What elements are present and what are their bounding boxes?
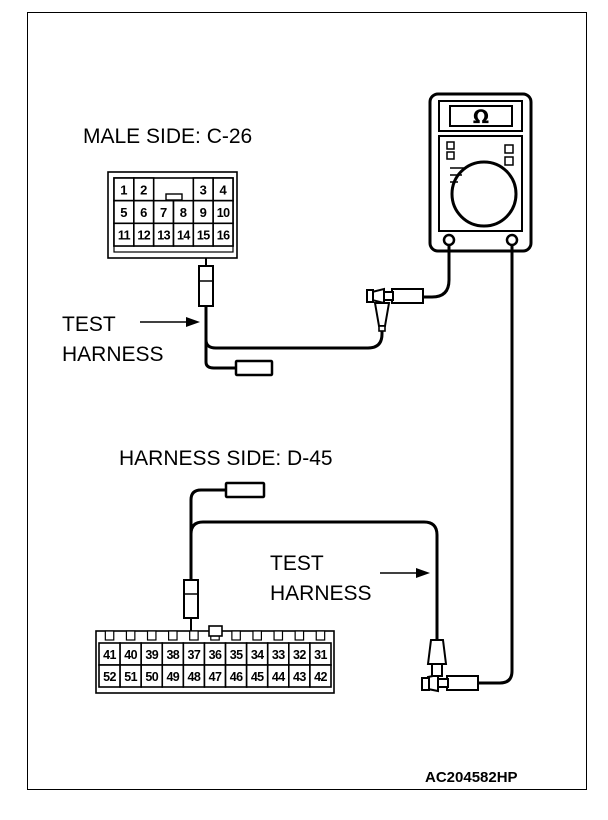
test-harness-1-label-line2: HARNESS — [62, 343, 164, 366]
ohmmeter-icon: Ω — [428, 92, 533, 253]
pin-cell — [212, 222, 234, 247]
meter-lead-left — [423, 245, 451, 299]
test-harness-2-label-line2: HARNESS — [270, 582, 372, 605]
pin-label: 33 — [272, 648, 285, 662]
male-side-label: MALE SIDE: C-26 — [83, 125, 252, 148]
pin-label: 41 — [103, 648, 116, 662]
connector-tab — [252, 630, 263, 641]
pin-label: 43 — [293, 670, 306, 684]
spare-terminal-1 — [234, 359, 274, 377]
figure-code: AC204582HP — [425, 769, 518, 786]
pin-label: 40 — [124, 648, 137, 662]
connector-tab — [189, 630, 199, 641]
connector-tab — [168, 630, 178, 641]
harness-connector-d45: 41 40 39 38 37 36 35 34 33 32 31 52 51 50 49 48 47 46 45 44… — [95, 625, 335, 694]
pin-label: 31 — [314, 648, 327, 662]
pin-cell — [309, 664, 332, 688]
pin-label: 37 — [188, 648, 201, 662]
pin-label: 47 — [209, 670, 222, 684]
pin-label: 52 — [103, 670, 116, 684]
pin-label: 14 — [177, 229, 190, 243]
probe-icon — [421, 639, 479, 693]
test-harness-2-branch — [189, 488, 226, 540]
pin-label: 3 — [200, 182, 207, 197]
pin-label: 12 — [137, 229, 150, 243]
pin-label: 35 — [230, 648, 243, 662]
pin-label: 48 — [188, 670, 201, 684]
pin-label: 51 — [124, 670, 137, 684]
connector-tab — [146, 630, 157, 641]
test-harness-1-branch — [204, 320, 236, 370]
pin-label: 8 — [180, 205, 187, 220]
pin-label: 32 — [293, 648, 306, 662]
harness-side-label: HARNESS SIDE: D-45 — [119, 447, 333, 470]
pin-label: 6 — [140, 205, 147, 220]
arrow-right-icon — [140, 317, 200, 327]
pin-label: 42 — [314, 670, 327, 684]
pin-label: 34 — [251, 648, 264, 662]
probe-icon — [366, 287, 424, 332]
pin-label: 38 — [166, 648, 179, 662]
probe-icon — [183, 579, 199, 640]
pin-label: 13 — [157, 229, 170, 243]
connector-tab — [231, 630, 241, 641]
pin-label: 11 — [118, 229, 131, 243]
pin-label: 9 — [200, 205, 207, 220]
test-harness-2-label-line1: TEST — [270, 552, 324, 575]
pin-label: 46 — [230, 670, 243, 684]
connector-tab — [315, 630, 326, 641]
ohm-symbol: Ω — [473, 106, 489, 128]
connector-tab — [294, 630, 305, 641]
pin-label: 10 — [217, 206, 230, 220]
pin-label: 2 — [140, 182, 147, 197]
spare-terminal-2 — [224, 481, 266, 499]
test-harness-1-label-line1: TEST — [62, 313, 116, 336]
connector-tab — [104, 630, 115, 641]
pin-label: 44 — [272, 670, 285, 684]
pin-label: 16 — [217, 229, 230, 243]
pin-label: 49 — [166, 670, 179, 684]
pin-label: 7 — [160, 205, 167, 220]
connector-tab — [125, 630, 136, 641]
pin-label: 4 — [219, 182, 227, 197]
meter-lead-right — [478, 245, 514, 685]
connector-tab — [273, 630, 284, 641]
pin-label: 36 — [209, 648, 222, 662]
test-harness-2-wire — [189, 520, 439, 640]
pin-label: 15 — [197, 229, 210, 243]
pin-label: 5 — [120, 205, 127, 220]
pin-label: 1 — [120, 182, 127, 197]
test-harness-1-wire — [204, 305, 384, 350]
arrow-right-icon — [380, 568, 430, 578]
pin-label: 39 — [145, 648, 158, 662]
pin-label: 50 — [145, 670, 158, 684]
diagram-frame — [27, 12, 587, 790]
pin-label: 45 — [251, 670, 264, 684]
